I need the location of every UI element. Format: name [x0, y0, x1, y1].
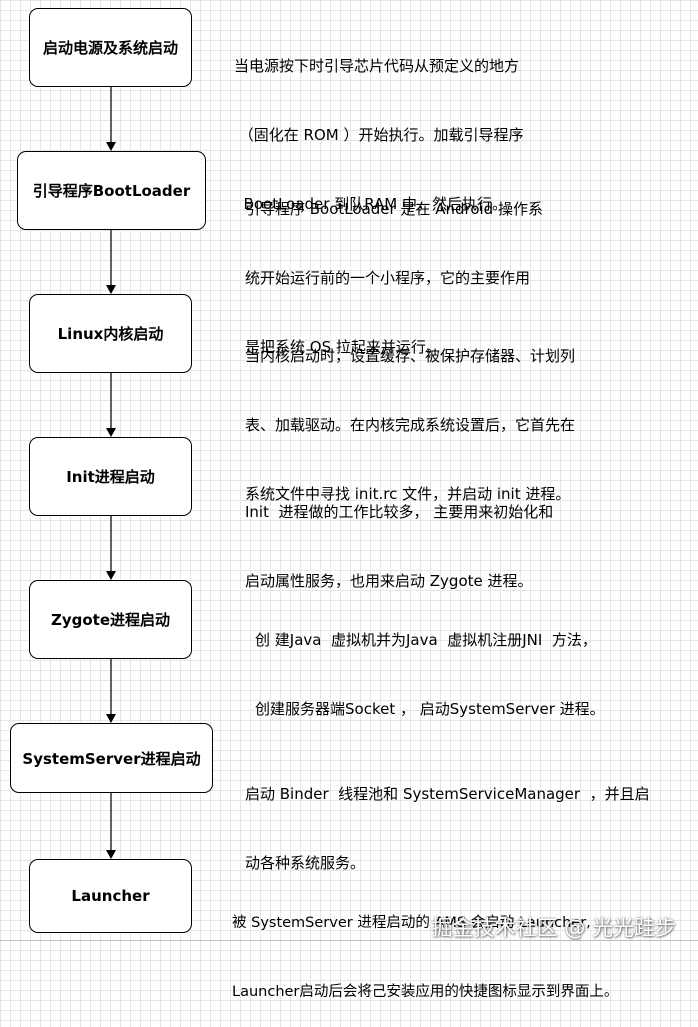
step-bootloader-box: 引导程序BootLoader [17, 151, 206, 230]
step-init-process-label: Init进程启动 [66, 468, 155, 486]
step-zygote-box: Zygote进程启动 [29, 580, 192, 659]
step-power-on-label: 启动电源及系统启动 [42, 39, 178, 57]
arrowhead-6-7 [106, 850, 116, 859]
step-linux-kernel-label: Linux内核启动 [57, 325, 164, 343]
arrowhead-1-2 [106, 142, 116, 151]
step-zygote-description: 创 建Java 虚拟机并为Java 虚拟机注册JNI 方法， 创建服务器端Soc… [255, 631, 605, 718]
arrowhead-3-4 [106, 428, 116, 437]
watermark: 掘金技术社区 @ 光光跬步 [431, 916, 676, 940]
step-bootloader-description: 引导程序 BootLoader 是在 Android 操作系 统开始运行前的一个… [245, 200, 543, 356]
step-systemserver-label: SystemServer进程启动 [22, 749, 201, 768]
step-power-on-description: 当电源按下时引导芯片代码从预定义的地方 （固化在 ROM ）开始执行。加载引导程… [234, 57, 524, 213]
step-init-process-box: Init进程启动 [29, 437, 192, 516]
step-launcher-label: Launcher [71, 887, 150, 905]
step-linux-kernel-description: 当内核启动时，设置缓存、被保护存储器、计划列 表、加载驱动。在内核完成系统设置后… [245, 347, 576, 503]
arrowhead-2-3 [106, 285, 116, 294]
bottom-divider [0, 940, 698, 941]
step-init-process-description: Init 进程做的工作比较多， 主要用来初始化和 启动属性服务，也用来启动 Zy… [245, 503, 554, 590]
step-linux-kernel-box: Linux内核启动 [29, 294, 192, 373]
arrowhead-4-5 [106, 571, 116, 580]
flow-arrows [106, 87, 116, 859]
step-systemserver-box: SystemServer进程启动 [10, 723, 213, 793]
step-bootloader-label: 引导程序BootLoader [32, 182, 191, 200]
step-launcher-description: 被 SystemServer 进程启动的 AMS 会启动 Launcher, L… [232, 915, 619, 1000]
step-power-on-box: 启动电源及系统启动 [29, 8, 192, 87]
step-systemserver-description: 启动 Binder 线程池和 SystemServiceManager ，并且启… [245, 785, 650, 872]
step-launcher-box: Launcher [29, 859, 192, 933]
step-zygote-label: Zygote进程启动 [50, 611, 171, 629]
arrowhead-5-6 [106, 714, 116, 723]
